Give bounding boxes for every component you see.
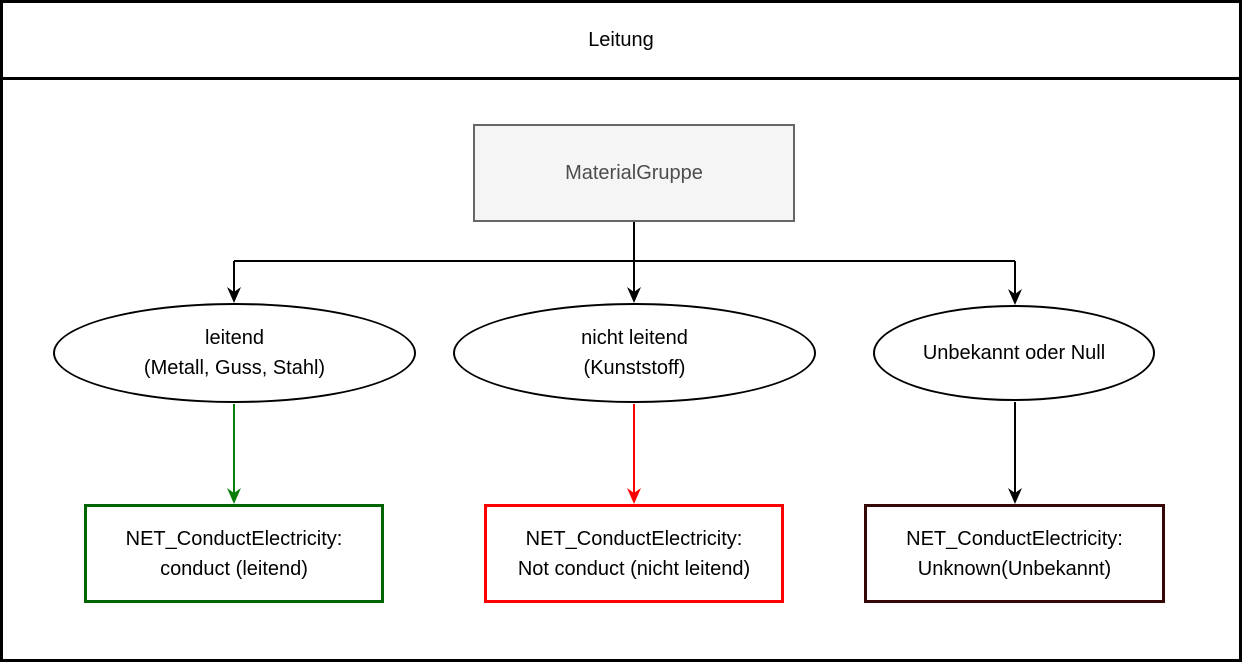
node-label-line1: Unbekannt oder Null [922, 342, 1106, 364]
arrowhead-to-leitend [227, 287, 241, 303]
node-label-line2: Not conduct (nicht leitend) [517, 557, 751, 580]
node-result-conduct: NET_ConductElectricity: conduct (leitend… [84, 504, 384, 603]
node-label-line1: NET_ConductElectricity: [906, 527, 1123, 550]
node-label-line2: (Metall, Guss, Stahl) [143, 357, 326, 379]
node-label-line1: nicht leitend [581, 327, 688, 349]
node-label-line2: (Kunststoff) [583, 357, 686, 379]
node-label: MaterialGruppe [565, 162, 703, 184]
node-condition-nicht-leitend: nicht leitend (Kunststoff) [453, 303, 816, 403]
node-label-line2: conduct (leitend) [160, 557, 308, 580]
node-result-not-conduct: NET_ConductElectricity: Not conduct (nic… [484, 504, 784, 603]
node-label-line1: NET_ConductElectricity: [525, 527, 743, 550]
node-label-line1: NET_ConductElectricity: [125, 527, 343, 550]
node-condition-leitend: leitend (Metall, Guss, Stahl) [53, 303, 416, 403]
node-result-unknown: NET_ConductElectricity: Unknown(Unbekann… [864, 504, 1165, 603]
branch-connector-line [233, 222, 1016, 294]
arrowhead-not-conduct [627, 488, 641, 504]
node-condition-unbekannt: Unbekannt oder Null [873, 305, 1155, 401]
node-label-line1: leitend [205, 327, 264, 349]
arrowhead-to-unbekannt [1008, 289, 1022, 305]
page-title: Leitung [588, 28, 654, 51]
diagram-title-bar: Leitung [3, 3, 1239, 80]
arrowhead-unknown [1008, 488, 1022, 504]
node-material-gruppe: MaterialGruppe [473, 124, 795, 222]
arrowhead-conduct [227, 488, 241, 504]
node-label-line2: Unknown(Unbekannt) [917, 557, 1112, 580]
arrowhead-to-nicht-leitend [627, 287, 641, 303]
